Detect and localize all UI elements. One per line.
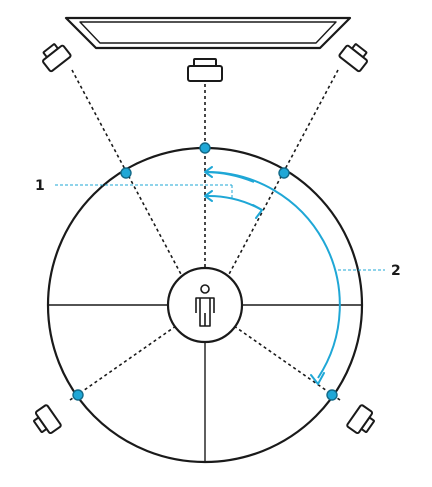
speaker-position-dots xyxy=(72,142,338,401)
speaker-surround-left-icon xyxy=(33,404,62,435)
speaker-front-right-icon xyxy=(338,43,368,73)
arc-arrowheads xyxy=(204,166,325,385)
callout-label-2: 2 xyxy=(391,263,401,279)
person-icon xyxy=(166,266,244,344)
speaker-center-icon xyxy=(187,58,223,82)
arc-2 xyxy=(204,170,341,379)
arc-1-inner xyxy=(204,194,263,211)
speaker-front-left-icon xyxy=(42,43,72,73)
tv-screen-icon xyxy=(64,16,352,50)
speaker-sight-lines xyxy=(69,69,341,401)
speaker-surround-right-icon xyxy=(346,404,375,435)
callout-label-1: 1 xyxy=(35,178,45,194)
callout-leaders xyxy=(55,184,385,271)
